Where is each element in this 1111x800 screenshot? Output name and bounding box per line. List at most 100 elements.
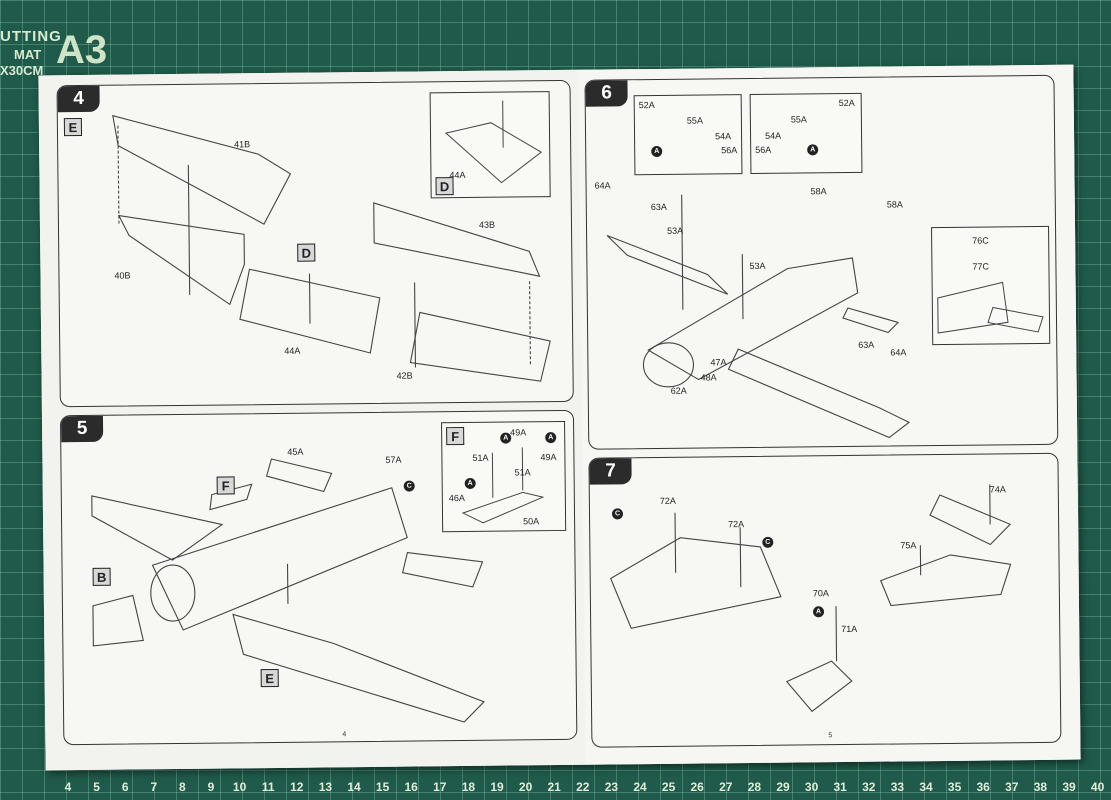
sprue-callout: A [545,432,557,444]
part-label: 53A [666,225,684,236]
ruler-number: 35 [947,780,962,794]
ruler-number: 17 [433,780,447,794]
ruler-number: 28 [747,780,762,794]
instruction-booklet: 4 E D 41B 43B 40B 44A [38,64,1081,771]
ruler-number: 10 [232,780,247,794]
part-label: 76C [972,235,989,246]
ruler-number: 12 [290,780,304,794]
ruler-number: 38 [1033,780,1048,794]
page-number: 5 [828,732,833,740]
ruler-number: 15 [375,780,390,794]
step-5-inset: F 49A 49A 51A 51A 46A 50A A A A [441,420,567,533]
sprue-callout: A [464,477,476,489]
part-label: 51A [514,467,531,478]
sprue-callout: C [611,508,624,520]
ruler-number: 24 [633,780,647,794]
step-6-inset-tail: 76C 77C [931,225,1051,346]
part-label: 71A [841,623,858,635]
step-5-panel: 5 B F E 45A 57A C [59,409,578,746]
part-label: 46A [448,492,465,504]
part-label: 42B [396,370,413,381]
ruler-number: 6 [121,780,129,794]
ruler-number: 7 [150,780,158,794]
ruler-number: 32 [862,780,876,794]
ruler-number: 19 [490,780,504,794]
part-label: 72A [728,519,745,530]
part-label: 72A [659,495,676,506]
part-label: 64A [890,347,907,358]
inset-drawing [937,281,1044,334]
part-label: 70A [812,588,829,599]
part-label: 62A [670,385,687,396]
ruler-number: 25 [661,780,676,794]
step-4-inset: 44A D [429,91,551,199]
ruler-number: 23 [604,780,619,794]
part-label: 57A [385,454,402,465]
ruler-number: 13 [318,780,333,794]
step-4-panel: 4 E D 41B 43B 40B 44A [56,79,574,408]
ruler-number: 27 [719,780,733,794]
part-label: 53A [749,260,766,272]
step-7-panel: 7 72A 72A 74A 75A 70A 71A C [588,452,1062,748]
mat-label-mat: MAT [14,47,42,62]
ruler-number: 14 [347,780,361,794]
subassembly-letter: D [297,243,316,262]
left-page: 4 E D 41B 43B 40B 44A [38,69,586,771]
ruler-number: 18 [461,780,476,794]
ruler-number: 16 [404,780,418,794]
ruler-number: 21 [547,780,561,794]
part-label: 77C [972,261,990,272]
part-label: 58A [810,186,827,197]
part-label: 43B [478,219,496,230]
sprue-callout: A [500,432,512,444]
step-7-drawing [609,484,1012,713]
ruler-number: 31 [833,780,847,794]
ruler-number: 4 [64,780,72,794]
ruler-number: 9 [207,780,215,794]
ruler-number: 22 [576,780,590,794]
step-5-drawing [91,458,485,723]
part-label: 58A [886,199,903,210]
part-label: 48A [700,372,717,383]
ruler-number: 40 [1090,780,1105,794]
step-6-panel: 6 52A 55A 54A 56A A 55A 52A 54A 56A A [584,74,1059,450]
subassembly-letter: D [435,177,454,196]
page-number: 4 [342,731,347,739]
subassembly-letter: E [260,668,279,688]
part-label: 47A [710,357,727,368]
part-label: 40B [114,270,131,281]
subassembly-letter: B [92,567,111,586]
part-label: 64A [594,180,611,191]
inset-drawing [444,100,543,184]
part-label: 51A [472,452,489,463]
part-label: 41B [234,139,251,150]
part-label: 75A [900,540,917,551]
mat-label-size: X30CM [0,63,44,78]
ruler-number: 5 [93,780,100,794]
sprue-callout: C [403,480,415,492]
subassembly-letter: F [216,476,235,495]
ruler-number: 26 [690,780,704,794]
ruler-number: 36 [976,780,990,794]
ruler-number: 30 [804,780,819,794]
ruler-number: 34 [919,780,933,794]
part-label: 74A [989,484,1006,495]
part-label: 49A [510,427,527,438]
mat-label-cutting: UTTING [0,28,62,45]
ruler-number: 8 [179,780,186,794]
part-label: 45A [287,446,304,457]
ruler-number: 33 [890,780,905,794]
part-label: 50A [523,516,540,527]
step-6-drawing [606,194,911,439]
sprue-callout: A [812,606,825,618]
ruler-number: 37 [1005,780,1019,794]
sprue-callout: C [762,536,774,548]
part-label: 44A [284,345,301,356]
step-4-drawing [112,114,551,382]
ruler-number: 11 [261,780,275,794]
part-label: 63A [650,201,667,213]
part-label: 49A [540,452,557,463]
ruler-number: 39 [1062,780,1076,794]
part-label: 63A [858,339,875,350]
